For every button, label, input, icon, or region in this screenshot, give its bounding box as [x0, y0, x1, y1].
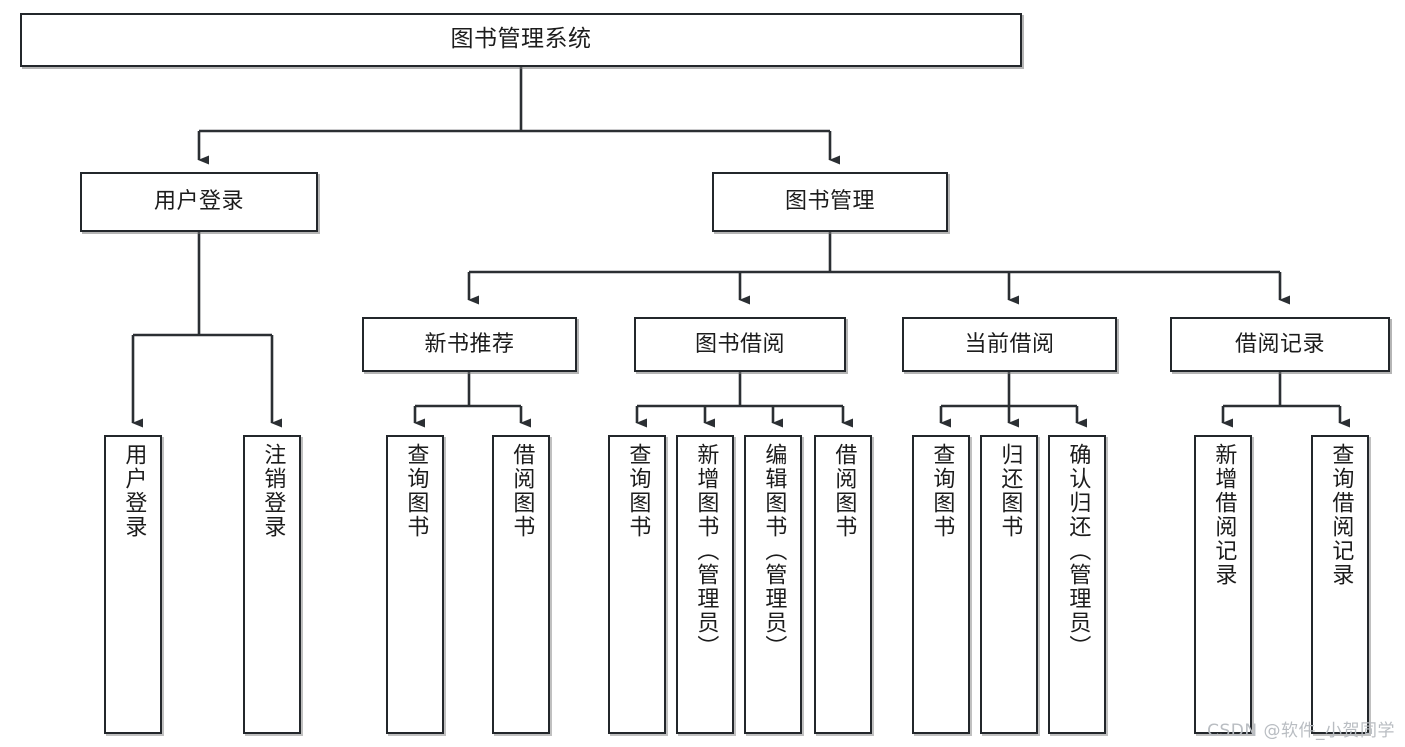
node-label: 新增图书（管理员）	[693, 443, 719, 659]
leaf-add-book-admin[interactable]: 新增图书（管理员）	[676, 435, 734, 734]
leaf-query-book-recommend[interactable]: 查询图书	[386, 435, 444, 734]
node-label: 借阅图书	[831, 443, 857, 539]
node-label: 查询图书	[929, 443, 955, 539]
node-label: 归还图书	[997, 443, 1023, 539]
node-root-book-management-system[interactable]: 图书管理系统	[20, 13, 1022, 67]
node-label: 图书管理	[784, 189, 875, 215]
node-label: 查询图书	[403, 443, 429, 539]
leaf-query-book-borrow[interactable]: 查询图书	[608, 435, 666, 734]
node-label: 新增借阅记录	[1211, 443, 1237, 587]
leaf-query-borrow-record[interactable]: 查询借阅记录	[1311, 435, 1369, 734]
leaf-add-borrow-record[interactable]: 新增借阅记录	[1194, 435, 1252, 734]
node-label: 用户登录	[121, 443, 147, 539]
node-user-login[interactable]: 用户登录	[80, 172, 318, 232]
node-label: 新书推荐	[424, 331, 515, 357]
node-borrow-record[interactable]: 借阅记录	[1170, 317, 1390, 372]
node-label: 查询借阅记录	[1328, 443, 1354, 587]
node-label: 当前借阅	[964, 331, 1055, 357]
node-label: 注销登录	[260, 443, 286, 539]
node-label: 借阅图书	[509, 443, 535, 539]
node-book-manage[interactable]: 图书管理	[712, 172, 948, 232]
leaf-user-login[interactable]: 用户登录	[104, 435, 162, 734]
node-new-book-recommend[interactable]: 新书推荐	[362, 317, 577, 372]
node-label: 图书管理系统	[450, 26, 592, 53]
node-current-borrow[interactable]: 当前借阅	[902, 317, 1117, 372]
node-label: 图书借阅	[694, 331, 785, 357]
node-label: 借阅记录	[1234, 331, 1325, 357]
leaf-query-book-current[interactable]: 查询图书	[912, 435, 970, 734]
leaf-return-book[interactable]: 归还图书	[980, 435, 1038, 734]
node-label: 查询图书	[625, 443, 651, 539]
leaf-user-logout[interactable]: 注销登录	[243, 435, 301, 734]
leaf-borrow-book[interactable]: 借阅图书	[814, 435, 872, 734]
leaf-edit-book-admin[interactable]: 编辑图书（管理员）	[744, 435, 802, 734]
node-label: 用户登录	[153, 189, 244, 215]
leaf-borrow-book-recommend[interactable]: 借阅图书	[492, 435, 550, 734]
leaf-confirm-return-admin[interactable]: 确认归还（管理员）	[1048, 435, 1106, 734]
node-book-borrow[interactable]: 图书借阅	[634, 317, 846, 372]
node-label: 确认归还（管理员）	[1065, 443, 1091, 659]
node-label: 编辑图书（管理员）	[761, 443, 787, 659]
